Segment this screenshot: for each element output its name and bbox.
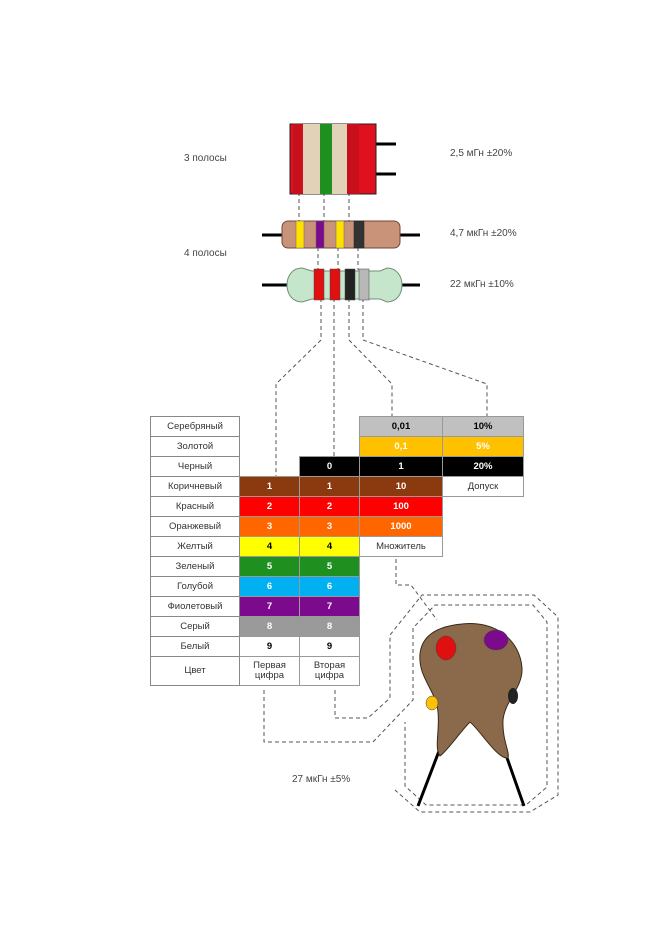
color-name-cell: Белый — [150, 636, 240, 657]
tolerance-header: Допуск — [442, 476, 524, 497]
second-digit-cell: 9 — [299, 636, 360, 657]
empty-cell — [443, 557, 524, 577]
dashed-leader-lines — [263, 192, 559, 813]
example-3-value: 22 мкГн ±10% — [450, 279, 514, 290]
inductor-3-band — [289, 123, 396, 195]
empty-cell — [240, 457, 300, 477]
second-digit-cell: 0 — [299, 456, 360, 477]
empty-cell — [360, 637, 443, 657]
empty-cell — [360, 557, 443, 577]
color-name-cell: Фиолетовый — [150, 596, 240, 617]
color-name-cell: Голубой — [150, 576, 240, 597]
multiplier-cell: 0,1 — [359, 436, 443, 457]
empty-cell — [360, 657, 443, 686]
color-name-cell: Коричневый — [150, 476, 240, 497]
multiplier-cell: 10 — [359, 476, 443, 497]
example-1-value: 2,5 мГн ±20% — [450, 148, 513, 159]
multiplier-cell: 1000 — [359, 516, 443, 537]
color-name-cell: Зеленый — [150, 556, 240, 577]
example-2-value: 4,7 мкГн ±20% — [450, 228, 517, 239]
multiplier-cell: 1 — [359, 456, 443, 477]
color-name-cell: Красный — [150, 496, 240, 517]
first-digit-cell: 5 — [239, 556, 300, 577]
first-digit-cell: 9 — [239, 636, 300, 657]
second-digit-cell: 4 — [299, 536, 360, 557]
first-digit-cell: 8 — [239, 616, 300, 637]
multiplier-cell: 100 — [359, 496, 443, 517]
empty-cell — [443, 537, 524, 557]
second-digit-header: Вторая цифра — [299, 656, 360, 686]
empty-cell — [443, 617, 524, 637]
multiplier-cell: 0,01 — [359, 416, 443, 437]
empty-cell — [443, 517, 524, 537]
empty-cell — [443, 597, 524, 617]
empty-cell — [360, 617, 443, 637]
first-digit-header: Первая цифра — [239, 656, 300, 686]
second-digit-cell: 1 — [299, 476, 360, 497]
first-digit-cell: 7 — [239, 596, 300, 617]
empty-cell — [240, 437, 300, 457]
color-name-cell: Черный — [150, 456, 240, 477]
second-digit-cell: 8 — [299, 616, 360, 637]
tolerance-cell: 20% — [442, 456, 524, 477]
color-name-cell: Серый — [150, 616, 240, 637]
empty-cell — [443, 577, 524, 597]
empty-cell — [443, 657, 524, 686]
empty-cell — [360, 577, 443, 597]
three-bands-label: 3 полосы — [184, 153, 227, 164]
color-header: Цвет — [150, 656, 240, 686]
empty-cell — [443, 497, 524, 517]
color-name-cell: Оранжевый — [150, 516, 240, 537]
empty-cell — [240, 417, 300, 437]
empty-cell — [300, 417, 360, 437]
color-name-cell: Желтый — [150, 536, 240, 557]
second-digit-cell: 5 — [299, 556, 360, 577]
second-digit-cell: 7 — [299, 596, 360, 617]
second-digit-cell: 3 — [299, 516, 360, 537]
first-digit-cell: 3 — [239, 516, 300, 537]
multiplier-header: Множитель — [359, 536, 443, 557]
first-digit-cell: 6 — [239, 576, 300, 597]
color-name-cell: Золотой — [150, 436, 240, 457]
empty-cell — [360, 597, 443, 617]
tolerance-cell: 10% — [442, 416, 524, 437]
second-digit-cell: 6 — [299, 576, 360, 597]
empty-cell — [443, 637, 524, 657]
second-digit-cell: 2 — [299, 496, 360, 517]
first-digit-cell: 1 — [239, 476, 300, 497]
tolerance-cell: 5% — [442, 436, 524, 457]
example-4-value: 27 мкГн ±5% — [292, 774, 351, 785]
first-digit-cell: 4 — [239, 536, 300, 557]
color-name-cell: Серебряный — [150, 416, 240, 437]
empty-cell — [300, 437, 360, 457]
four-bands-label: 4 полосы — [184, 248, 227, 259]
first-digit-cell: 2 — [239, 496, 300, 517]
inductor-4-band-a — [262, 220, 420, 249]
inductor-droplet — [416, 623, 526, 807]
inductor-4-band-b — [262, 267, 420, 303]
